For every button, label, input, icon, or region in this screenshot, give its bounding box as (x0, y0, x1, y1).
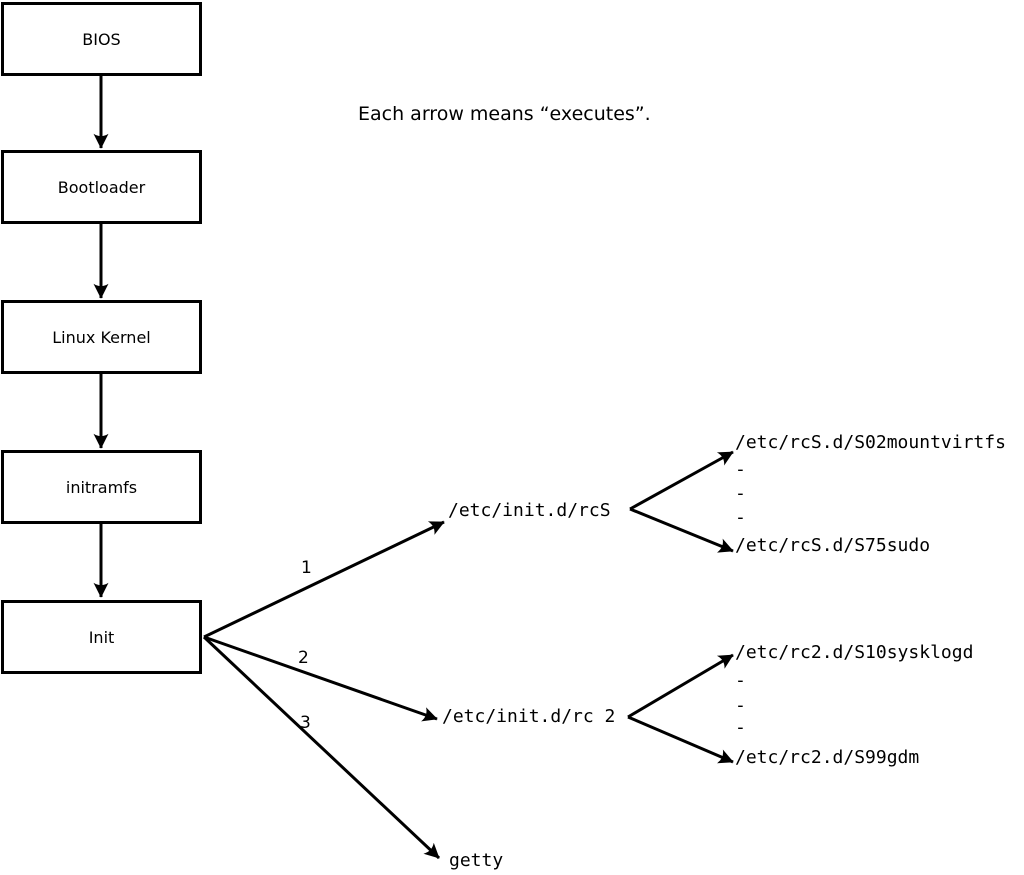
node-linux-kernel-label: Linux Kernel (52, 327, 151, 347)
node-initramfs-label: initramfs (65, 477, 138, 497)
rc2-ellipsis-dash: - (735, 670, 746, 691)
rc2-script-last: /etc/rc2.d/S99gdm (735, 747, 920, 768)
branch-number-3: 3 (300, 713, 311, 733)
node-init: Init (1, 600, 202, 674)
target-rcS: /etc/init.d/rcS (448, 500, 611, 521)
arrow-init-to-rcS (203, 520, 445, 639)
rcS-ellipsis-dash: - (735, 507, 746, 528)
node-bootloader: Bootloader (1, 150, 202, 224)
rcS-script-first: /etc/rcS.d/S02mountvirtfs (735, 432, 1006, 453)
node-bios: BIOS (1, 2, 202, 76)
node-bios-label: BIOS (82, 29, 121, 49)
node-initramfs: initramfs (1, 450, 202, 524)
branch-number-1: 1 (301, 558, 312, 578)
rc2-script-first: /etc/rc2.d/S10sysklogd (735, 642, 974, 663)
arrow-init-to-rc2 (203, 635, 438, 722)
rcS-ellipsis-dash: - (735, 483, 746, 504)
branch-number-2: 2 (298, 648, 309, 668)
arrow-rcS-to-last (629, 507, 734, 553)
arrow-rcS-to-first (629, 450, 734, 511)
rcS-script-last: /etc/rcS.d/S75sudo (735, 535, 931, 556)
target-getty: getty (449, 850, 504, 871)
target-rc2: /etc/init.d/rc 2 (442, 706, 616, 727)
node-linux-kernel: Linux Kernel (1, 300, 202, 374)
rc2-ellipsis-dash: - (735, 695, 746, 716)
arrow-rc2-to-last (627, 715, 734, 764)
node-init-label: Init (88, 627, 115, 647)
arrow-init-to-getty (202, 635, 441, 860)
legend-text: Each arrow means “executes”. (358, 103, 651, 125)
rcS-ellipsis-dash: - (735, 459, 746, 480)
arrow-rc2-to-first (627, 653, 734, 719)
node-bootloader-label: Bootloader (57, 177, 146, 197)
rc2-ellipsis-dash: - (735, 717, 746, 738)
